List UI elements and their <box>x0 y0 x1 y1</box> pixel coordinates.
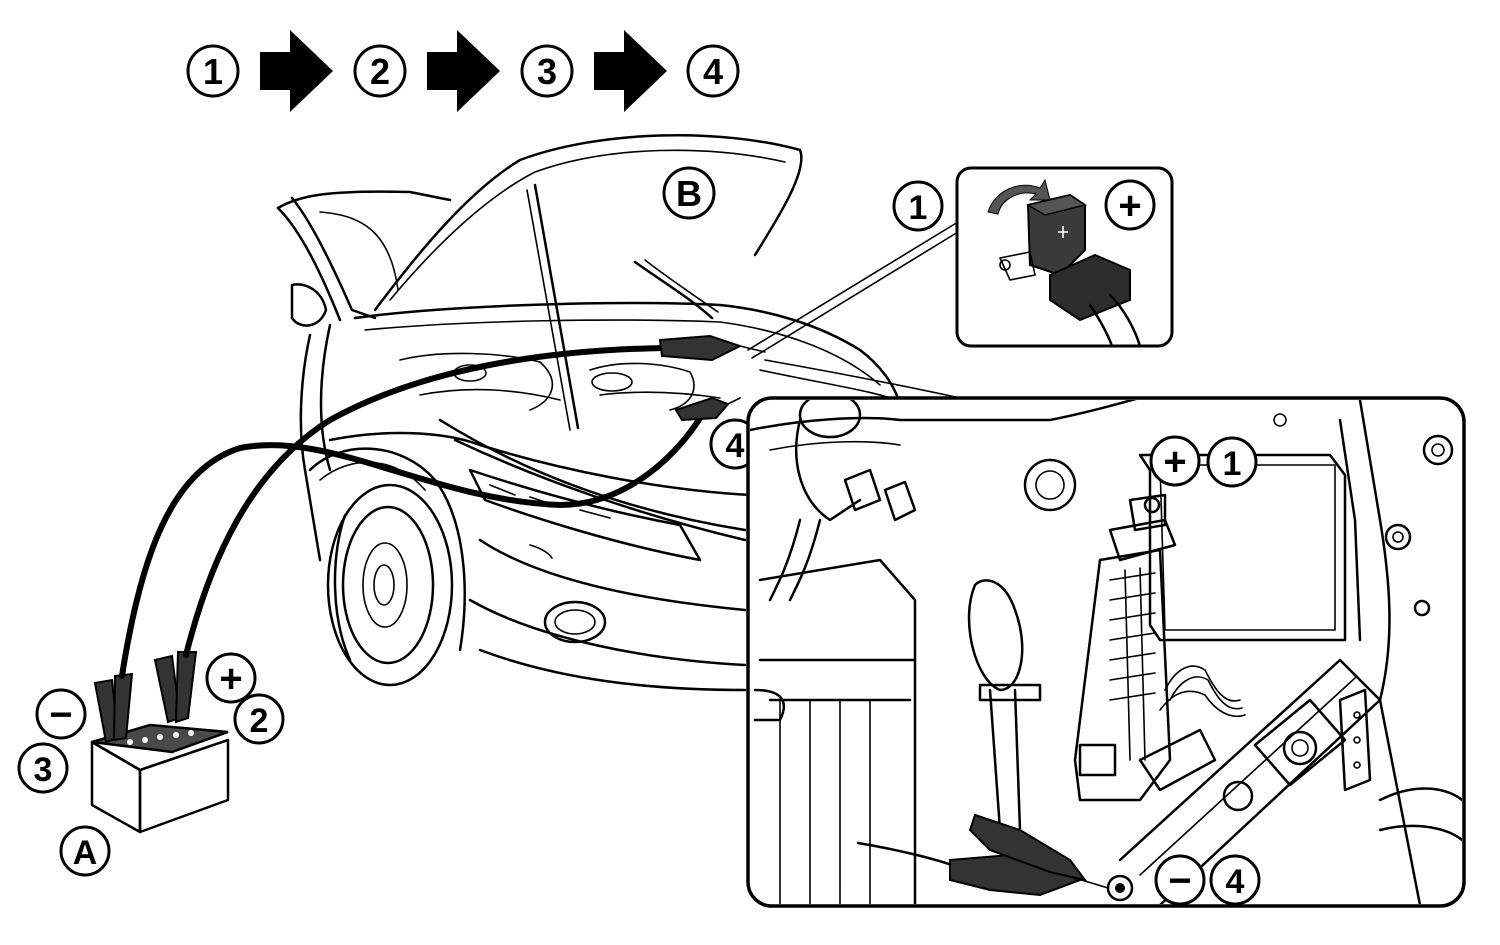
step-2-label: 2 <box>370 51 390 92</box>
arrow-right-icon <box>594 30 667 112</box>
step-3-badge: 3 <box>520 44 574 98</box>
negative-car-clamp <box>674 396 741 422</box>
terminal-cover <box>1026 193 1087 277</box>
step-1-inset-label: 1 <box>909 189 928 227</box>
step-4-car-label: 4 <box>726 427 745 465</box>
vehicle-label: B <box>676 173 702 214</box>
step-4-badge: 4 <box>686 44 740 98</box>
battery-label-badge: A <box>59 825 111 877</box>
step-1-detail-label: 1 <box>1223 445 1242 483</box>
step-2-battery-badge: 2 <box>233 693 285 745</box>
front-wheel <box>326 483 454 687</box>
plus-inset-badge: + <box>1104 179 1156 231</box>
minus-detail-label: − <box>1168 859 1191 903</box>
step-4-detail-label: 4 <box>1226 863 1245 901</box>
plus-detail-label: + <box>1163 440 1186 484</box>
battery-label: A <box>73 834 98 872</box>
side-mirror <box>290 283 328 327</box>
positive-cable <box>183 345 668 658</box>
step-4-label: 4 <box>703 51 723 92</box>
fog-light <box>543 600 607 644</box>
raised-hood <box>373 134 803 312</box>
negative-clamp <box>93 672 134 744</box>
step-1-label: 1 <box>203 51 223 92</box>
windshield <box>276 190 452 210</box>
step-2-battery-label: 2 <box>250 702 269 740</box>
positive-car-clamp <box>658 334 766 362</box>
step-1-inset-badge: 1 <box>892 180 944 232</box>
car-illustration <box>276 134 902 692</box>
arrow-right-icon <box>427 30 500 112</box>
step-4-detail-badge: 4 <box>1209 854 1261 906</box>
plus-detail-badge: + <box>1149 435 1201 487</box>
negative-sign-badge: − <box>35 688 87 740</box>
plus-inset-label: + <box>1118 184 1141 228</box>
hood-prop-rod <box>533 183 580 430</box>
step-1-badge: 1 <box>186 44 240 98</box>
vehicle-label-badge: B <box>662 166 716 220</box>
wiper <box>633 260 714 320</box>
negative-cable <box>119 415 703 679</box>
step-3-battery-label: 3 <box>34 751 53 789</box>
leader-line-plus-terminal <box>747 221 959 351</box>
engine-bay-edge <box>353 301 902 407</box>
lower-grille <box>478 538 747 612</box>
positive-sign-badge: + <box>205 652 257 704</box>
step-2-badge: 2 <box>353 44 407 98</box>
wheel-arch <box>308 447 466 652</box>
ground-clamp <box>856 813 1109 897</box>
minus-label: − <box>49 693 72 737</box>
step-3-battery-badge: 3 <box>17 742 69 794</box>
positive-clamp <box>153 651 198 724</box>
headlight <box>468 468 702 562</box>
step-1-detail-badge: 1 <box>1206 436 1258 488</box>
engine-bay-detail-inset <box>746 396 1466 908</box>
step-sequence: 1 2 3 4 <box>186 30 740 112</box>
car-side <box>299 333 322 562</box>
jumper-cables <box>119 221 961 679</box>
leader-line-detail <box>764 359 961 399</box>
minus-detail-badge: − <box>1154 854 1206 906</box>
booster-battery <box>90 651 230 834</box>
plus-label: + <box>219 657 242 701</box>
step-3-label: 3 <box>537 51 557 92</box>
arrow-right-icon <box>260 30 333 112</box>
